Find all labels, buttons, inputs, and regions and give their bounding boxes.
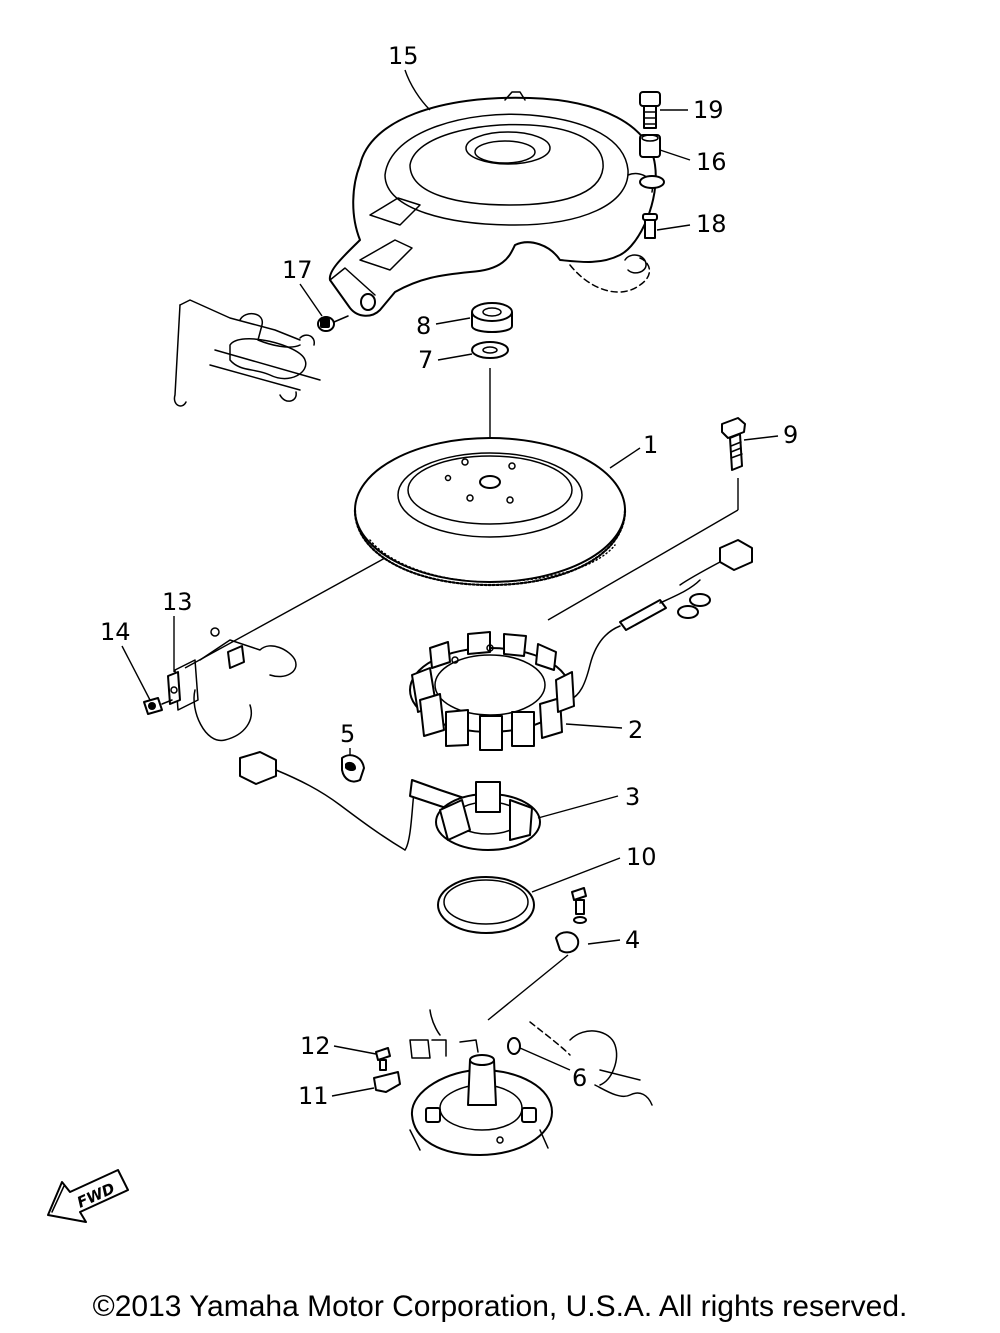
- callout-label: 2: [628, 716, 643, 744]
- callout-label: 8: [416, 312, 431, 340]
- callout-label: 3: [625, 783, 640, 811]
- flywheel-cover: [328, 91, 657, 317]
- callout-label: 15: [388, 42, 419, 70]
- throttle-bracket: [173, 299, 321, 407]
- callout-label: 19: [693, 96, 724, 124]
- nut-8: [471, 302, 513, 333]
- callout-1: 1: [609, 431, 658, 469]
- screw-12: [375, 1047, 391, 1071]
- bushing-ring: [639, 175, 665, 189]
- fwd-arrow-icon: FWD: [47, 1169, 129, 1223]
- callout-6: 6: [519, 1047, 587, 1092]
- callout-label: 5: [340, 720, 355, 748]
- mounting-plate: [174, 627, 297, 742]
- callout-19: 19: [660, 96, 724, 124]
- bracket-11: [373, 1071, 401, 1093]
- callout-label: 10: [626, 843, 657, 871]
- pin-18: [642, 213, 658, 239]
- flywheel-1: [353, 437, 627, 587]
- callout-10: 10: [531, 843, 657, 893]
- washer-7: [471, 341, 509, 359]
- bolt-19: [639, 91, 661, 129]
- callout-14: 14: [100, 618, 151, 701]
- callout-12: 12: [300, 1032, 377, 1060]
- callout-17: 17: [282, 256, 323, 317]
- clamp-5: [341, 754, 365, 783]
- ring-10: [437, 876, 535, 934]
- callout-label: 13: [162, 588, 193, 616]
- callout-16: 16: [659, 148, 727, 176]
- bolt-9: [721, 417, 746, 471]
- base-assembly: [409, 1009, 653, 1156]
- callout-label: 9: [783, 421, 798, 449]
- callout-5: 5: [340, 720, 355, 756]
- callout-7: 7: [418, 346, 473, 374]
- collar-16: [639, 134, 661, 158]
- screw-17: [317, 315, 349, 332]
- screw-14: [143, 697, 173, 715]
- callout-3: 3: [537, 783, 640, 819]
- callout-18: 18: [656, 210, 727, 238]
- plate-13: [167, 671, 181, 705]
- callout-label: 14: [100, 618, 131, 646]
- callout-label: 1: [643, 431, 658, 459]
- callout-2: 2: [565, 716, 643, 744]
- pulser-coil-3: [239, 751, 541, 851]
- callout-label: 6: [572, 1064, 587, 1092]
- callout-label: 4: [625, 926, 640, 954]
- callout-11: 11: [298, 1082, 375, 1110]
- stator-connector: [569, 539, 753, 701]
- callout-4: 4: [587, 926, 640, 954]
- callout-label: 7: [418, 346, 433, 374]
- screw-4: [555, 887, 587, 954]
- stator-2: [409, 631, 575, 751]
- callout-8: 8: [416, 312, 471, 340]
- callout-label: 16: [696, 148, 727, 176]
- exploded-parts-diagram: 15 19 16 18 17 8 7 9 1 13 14 2: [47, 42, 798, 1223]
- callout-label: 12: [300, 1032, 331, 1060]
- bushing-6: [507, 1037, 521, 1055]
- callout-9: 9: [743, 421, 798, 449]
- copyright-notice: ©2013 Yamaha Motor Corporation, U.S.A. A…: [92, 1290, 908, 1323]
- callout-label: 18: [696, 210, 727, 238]
- callout-label: 11: [298, 1082, 329, 1110]
- callout-13: 13: [162, 588, 193, 672]
- callout-label: 17: [282, 256, 313, 284]
- callout-15: 15: [388, 42, 431, 111]
